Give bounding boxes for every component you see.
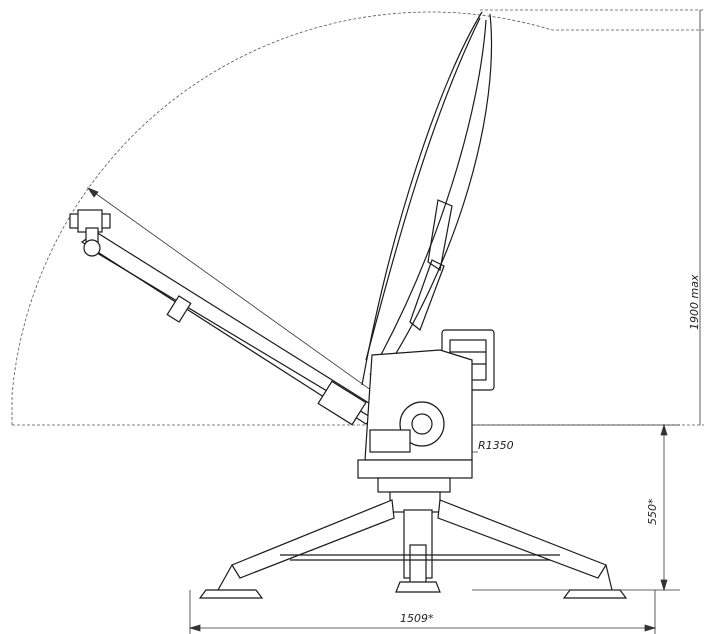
height-dimension — [472, 423, 680, 592]
feed-horn — [69, 209, 111, 257]
width-dimension — [188, 590, 657, 634]
envelope-arc — [11, 11, 704, 425]
height-label: 550* — [646, 498, 659, 525]
max-height-label: 1900 max — [688, 274, 701, 330]
swing-envelope — [11, 9, 704, 426]
width-label: 1509* — [400, 612, 434, 625]
reflector-dish — [361, 11, 493, 386]
radius-label: R1350 — [478, 439, 514, 452]
tripod-base — [198, 499, 628, 599]
feed-boom — [80, 231, 381, 426]
pedestal — [357, 349, 473, 513]
